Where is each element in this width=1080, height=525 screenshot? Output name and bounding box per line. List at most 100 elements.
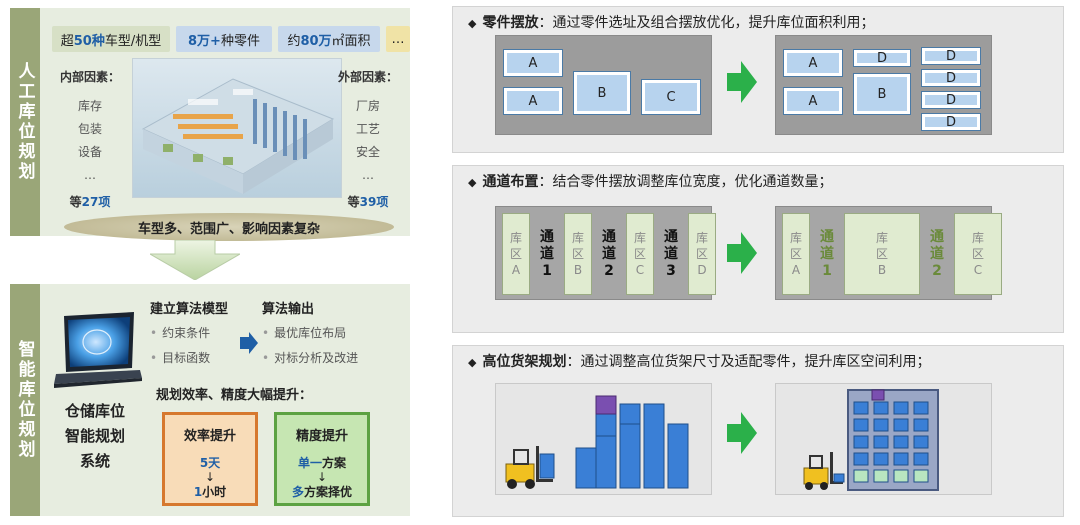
manual-planning-label: 人工库位规划 [10, 8, 40, 236]
output-item: 最优库位布局 [262, 324, 346, 341]
stat-suffix: 种零件 [220, 33, 260, 49]
floor-stacked-boxes-illustration [505, 395, 689, 489]
stat-prefix: 约 [287, 33, 301, 49]
rack-bin [913, 469, 929, 483]
placement-before-scene: A A B C [495, 35, 712, 135]
external-factors-total: 等39项 [328, 193, 408, 210]
total-number: 39项 [359, 195, 389, 209]
model-title: 建立算法模型 [150, 302, 229, 317]
part-box: A [783, 49, 843, 77]
warehouse-3d-illustration [132, 58, 342, 198]
rack-bin [853, 452, 869, 466]
model-item: 目标函数 [150, 349, 210, 366]
rack-bin [873, 452, 889, 466]
rack-bin [893, 401, 909, 415]
rack-bin [893, 435, 909, 449]
forklift-icon [505, 446, 553, 489]
rack-bin [873, 435, 889, 449]
rack-bin [853, 469, 869, 483]
stat-number: 8万+ [188, 33, 221, 49]
part-box: D [921, 69, 981, 87]
stat-suffix: 车型/机型 [104, 33, 162, 49]
part-box: B [573, 71, 631, 115]
part-box: D [853, 49, 911, 67]
diamond-icon: ◆ [468, 356, 477, 369]
external-factors: 外部因素： 厂房 工艺 安全 … 等39项 [328, 68, 408, 210]
placement-title: ◆ 零件摆放：通过零件选址及组合摆放优化，提升库位面积利用； [468, 12, 874, 32]
smart-planning-label: 智能库位规划 [10, 284, 40, 516]
rack-bin [873, 418, 889, 432]
factor-item: 设备 [77, 145, 102, 159]
model-item: 约束条件 [150, 324, 210, 341]
improvement-title: 规划效率、精度大幅提升： [156, 388, 313, 403]
total-prefix: 等 [69, 195, 82, 209]
rack-after-scene [775, 383, 992, 495]
accuracy-to: 多方案择优 [277, 483, 367, 500]
stat-number: 80万 [300, 33, 332, 49]
part-box: A [503, 87, 563, 115]
rack-bin [913, 418, 929, 432]
rack-bin [853, 435, 869, 449]
diamond-icon: ◆ [468, 176, 477, 189]
accuracy-to-highlight: 多 [291, 485, 304, 499]
internal-factors: 内部因素： 库存 包装 设备 … 等27项 [50, 68, 130, 210]
placement-panel: ◆ 零件摆放：通过零件选址及组合摆放优化，提升库位面积利用； A A B C A … [452, 6, 1064, 153]
green-arrow-icon [727, 232, 757, 274]
system-name-line: 仓储库位 [64, 402, 125, 420]
internal-factors-title: 内部因素： [59, 70, 120, 84]
diamond-icon: ◆ [468, 17, 477, 30]
factor-item: 库存 [77, 99, 102, 113]
rack-bin [873, 401, 889, 415]
accuracy-from-rest: 方案 [322, 456, 347, 470]
factor-item: … [84, 168, 96, 182]
laptop-icon [54, 312, 142, 388]
down-arrow-icon [150, 240, 240, 280]
placement-title-bold: 零件摆放 [482, 15, 539, 31]
part-box: D [921, 113, 981, 131]
green-arrow-icon [727, 61, 757, 103]
aisle-desc: ：结合零件摆放调整库位宽度，优化通道数量； [538, 174, 833, 190]
placement-desc: ：通过零件选址及组合摆放优化，提升库位面积利用； [538, 15, 875, 31]
stat-number: 50种 [73, 33, 105, 49]
aisle-title: ◆ 通道布置：结合零件摆放调整库位宽度，优化通道数量； [468, 171, 832, 191]
right-arrow-icon [240, 332, 258, 354]
complexity-summary: 车型多、范围广、影响因素复杂 [64, 213, 394, 241]
efficiency-to-number: 1 [193, 485, 203, 499]
rack-bin [893, 418, 909, 432]
factor-item: … [362, 168, 374, 182]
rack-bin [913, 435, 929, 449]
stat-prefix: 超 [60, 33, 74, 49]
efficiency-to-unit: 小时 [202, 485, 227, 499]
part-box: D [921, 91, 981, 109]
aisle-title-bold: 通道布置 [482, 174, 539, 190]
rack-bin [893, 469, 909, 483]
part-box: D [921, 47, 981, 65]
part-box: B [853, 73, 911, 115]
internal-factors-total: 等27项 [50, 193, 130, 210]
accuracy-from-highlight: 单一 [297, 456, 322, 470]
part-box: C [641, 79, 701, 115]
placement-after-scene: A A D B D D D D [775, 35, 992, 135]
rack-title-bold: 高位货架规划 [482, 354, 567, 370]
rack-before-scene [495, 383, 712, 495]
system-name-line: 智能规划 [64, 427, 125, 445]
factor-item: 安全 [355, 145, 380, 159]
rack-bin [893, 452, 909, 466]
